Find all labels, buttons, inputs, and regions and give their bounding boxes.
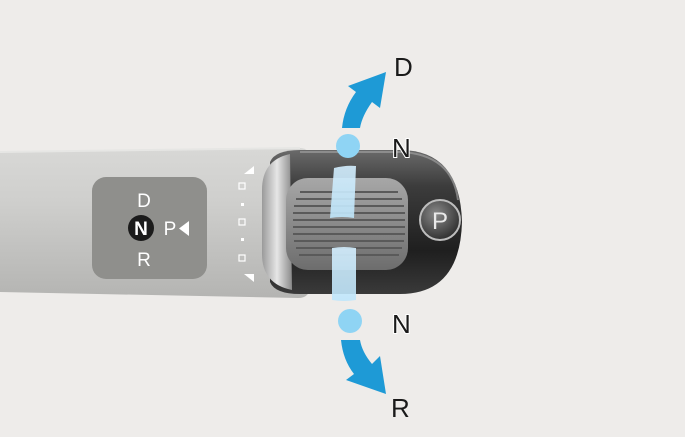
indicator-letter-d: D [137, 191, 151, 212]
park-button-icon[interactable]: P [419, 199, 461, 241]
label-d-drive: D [394, 52, 413, 82]
label-n-lower: N [392, 309, 411, 339]
shift-direction-band [330, 134, 362, 333]
indicator-selected-circle [128, 215, 154, 241]
indicator-letter-r: R [137, 250, 151, 271]
indicator-letter-n: N [134, 219, 148, 240]
park-button-label: P [432, 208, 448, 235]
label-n-upper: N [392, 133, 411, 163]
shift-down-arrow-icon [341, 340, 386, 394]
shift-up-arrow-icon [342, 72, 386, 128]
shift-knob[interactable]: P [262, 150, 462, 294]
gear-indicator-panel: D N P R [92, 177, 207, 279]
indicator-letter-p: P [164, 219, 177, 240]
park-triangle-icon [179, 221, 189, 236]
label-r-reverse: R [391, 393, 410, 423]
position-marks [238, 166, 254, 282]
